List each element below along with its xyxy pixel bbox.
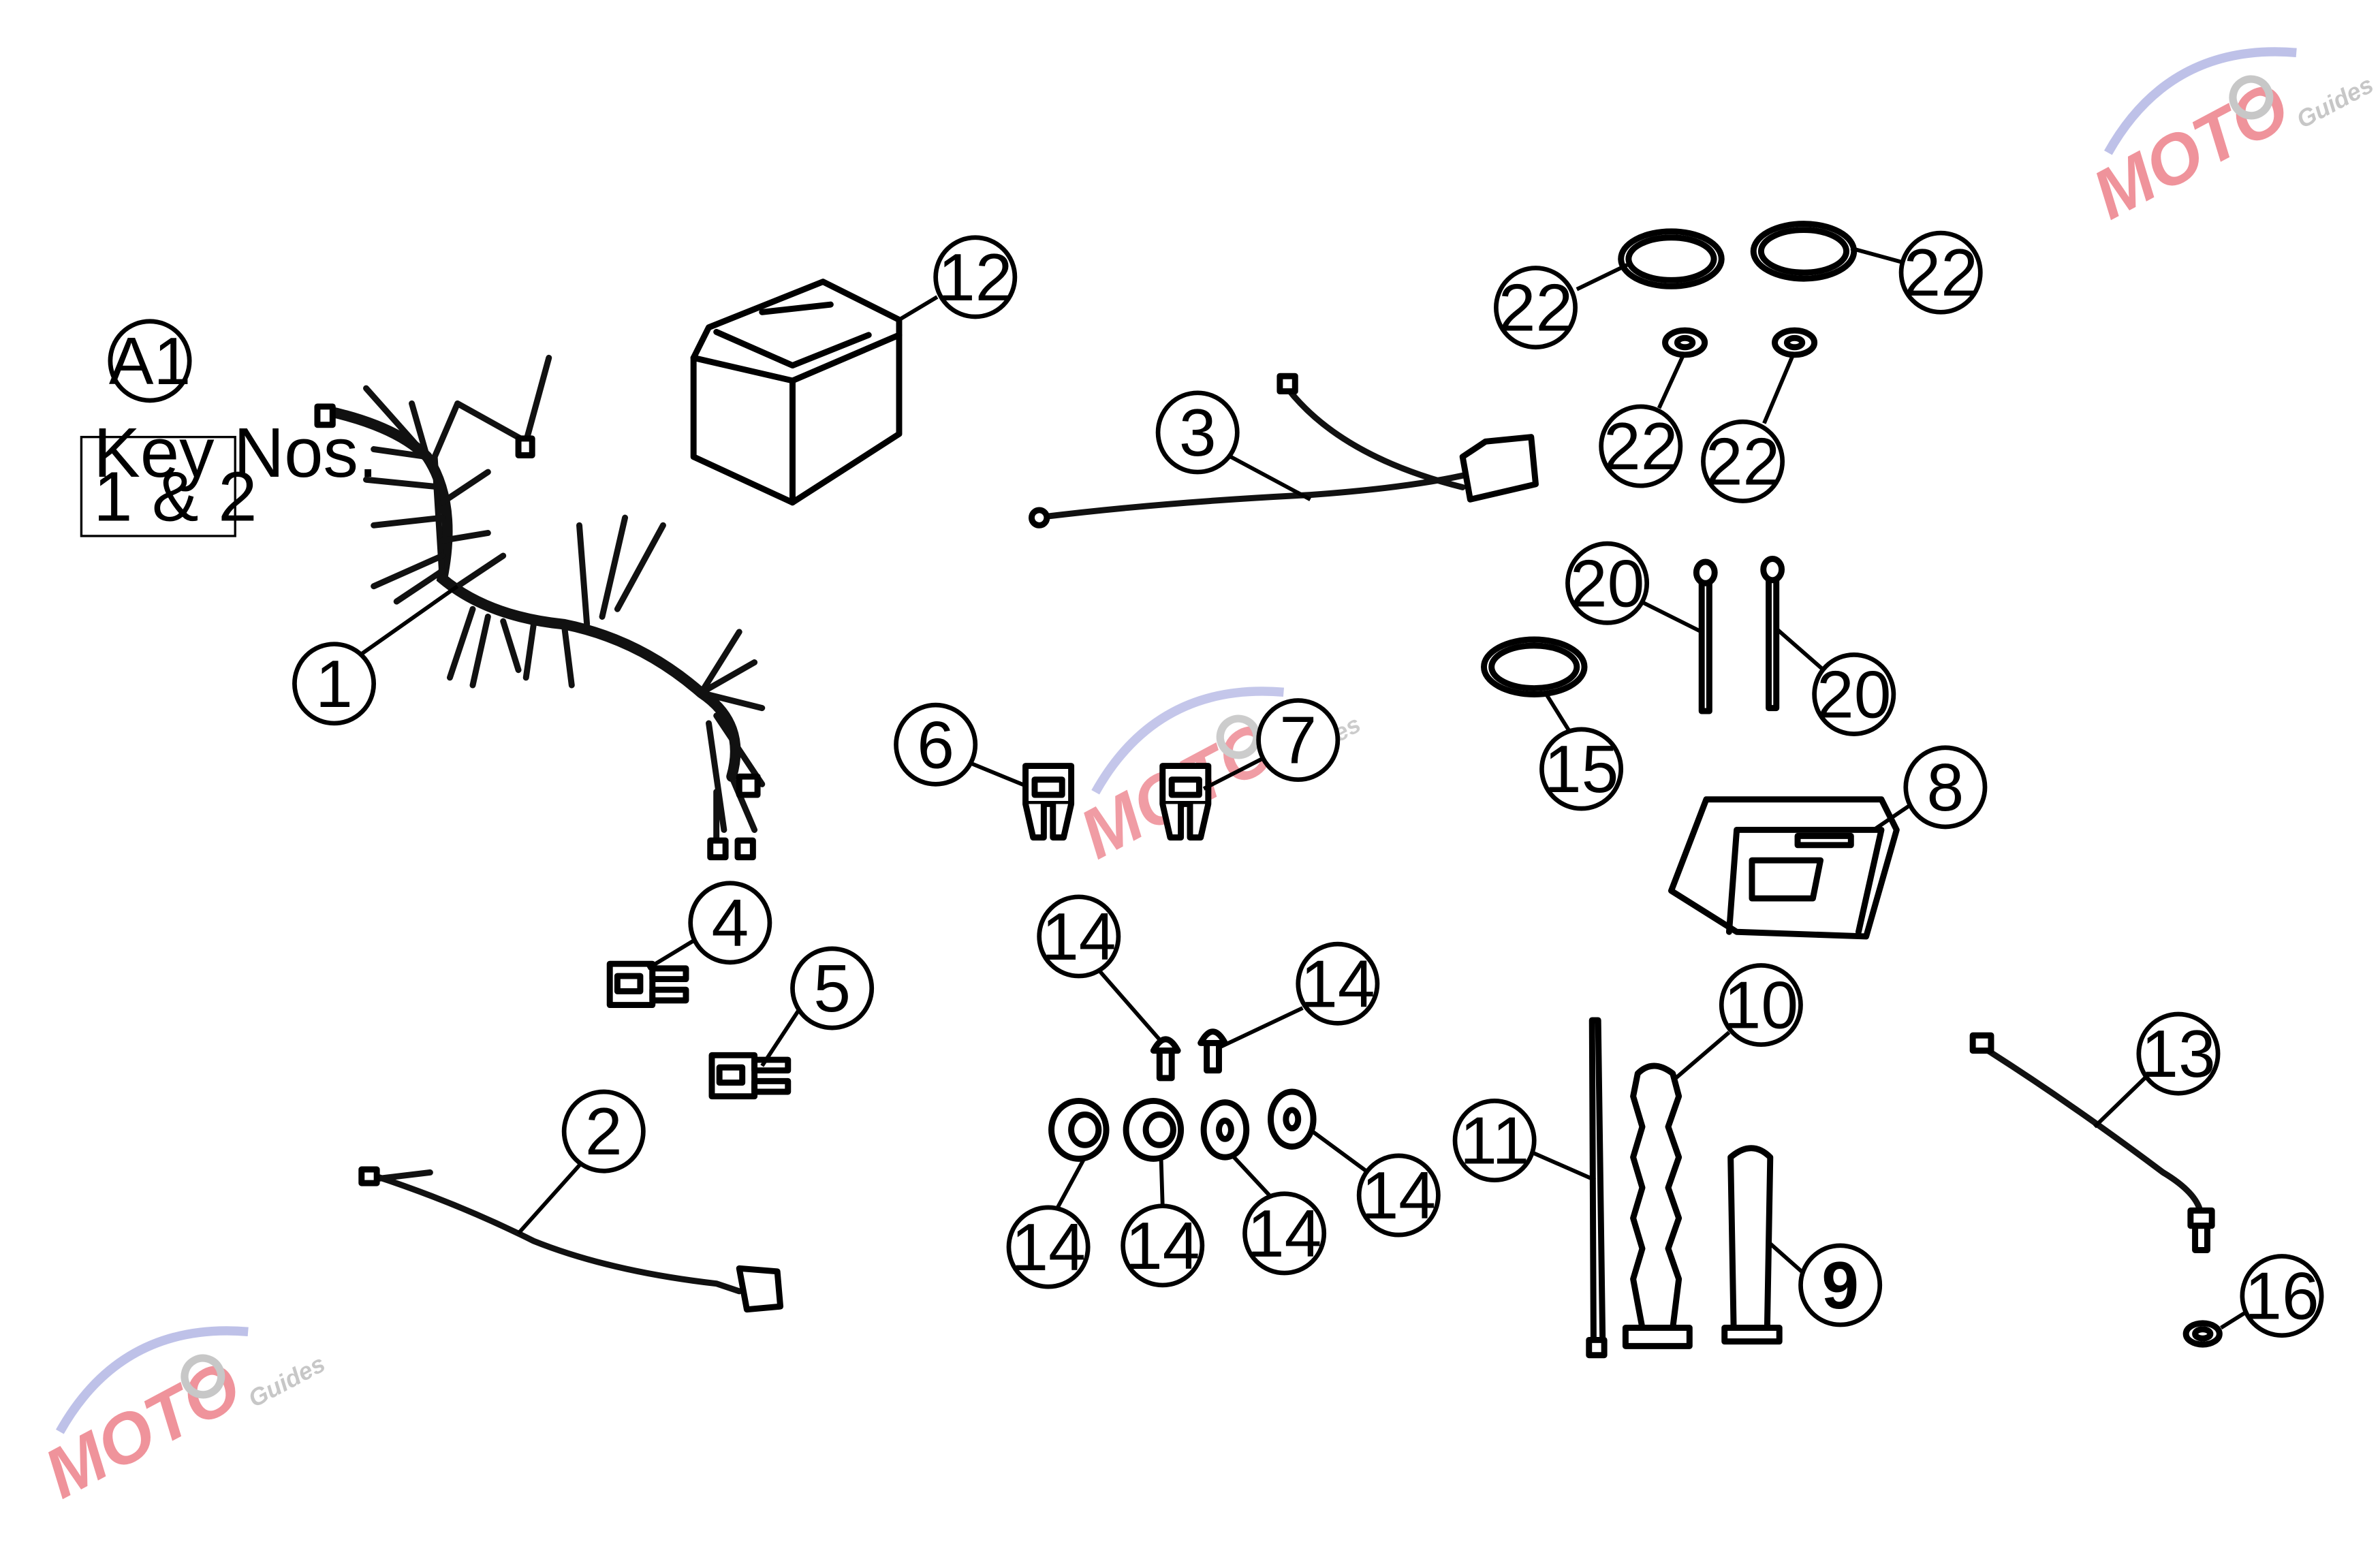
callout-15: 15 [1539,727,1624,811]
part-washer-16 [2182,1320,2223,1348]
callout-4: 4 [688,881,772,965]
callout-12: 12 [933,235,1018,319]
part-fuse-6 [1022,763,1075,841]
part-o-ring-15 [1481,636,1588,697]
svg-text:7: 7 [1279,703,1317,778]
callout-22-a: 22 [1494,266,1578,350]
callout-5: 5 [790,946,875,1030]
svg-text:20: 20 [1817,657,1891,731]
callout-20-b: 20 [1812,652,1896,736]
svg-text:1: 1 [315,646,353,721]
svg-text:Guides: Guides [244,1350,330,1413]
svg-text:11: 11 [1460,1103,1529,1178]
svg-text:16: 16 [2244,1259,2319,1334]
svg-text:14: 14 [1362,1158,1436,1233]
callout-14-f: 14 [1356,1153,1441,1238]
callout-1: 1 [292,642,377,726]
svg-text:14: 14 [1042,899,1116,974]
svg-text:9: 9 [1821,1248,1859,1323]
assembly-label: A1 [108,319,192,403]
callout-14-b: 14 [1296,941,1380,1026]
svg-text:4: 4 [711,885,749,960]
callout-2: 2 [561,1089,646,1173]
svg-text:14: 14 [1247,1196,1321,1271]
svg-text:12: 12 [938,240,1012,315]
svg-text:14: 14 [1125,1208,1200,1283]
part-battery-box [690,279,903,506]
key-note-line2: 1 & 2 [93,458,257,536]
callout-14-a: 14 [1037,894,1121,979]
svg-text:10: 10 [1724,968,1798,1043]
leader-lines [352,246,2246,1329]
callout-6: 6 [894,702,978,787]
gear-icon [2229,75,2274,120]
svg-text:20: 20 [1570,546,1644,620]
svg-text:15: 15 [1544,731,1618,806]
callout-20-a: 20 [1565,541,1650,625]
svg-text:22: 22 [1499,270,1573,345]
part-cable-3 [1029,373,1539,529]
callout-8: 8 [1903,745,1988,830]
part-wiring-harness [314,354,766,861]
watermark-top-right: MOTO Guides [2080,47,2378,234]
callout-14-e: 14 [1242,1191,1327,1276]
svg-text:2: 2 [585,1094,623,1169]
callout-14-d: 14 [1121,1203,1205,1288]
callout-3: 3 [1155,390,1240,475]
svg-text:5: 5 [813,951,851,1026]
part-cable-2 [358,1166,784,1313]
callout-13: 13 [2136,1011,2221,1096]
part-boot-10 [1622,1062,1693,1349]
svg-text:3: 3 [1179,395,1217,470]
part-fuse-5 [708,1052,792,1100]
callout-11: 11 [1452,1099,1537,1183]
key-note-box: Key Nos. 1 & 2 [80,413,377,537]
callout-22-b: 22 [1898,230,1983,315]
callout-16: 16 [2240,1254,2324,1338]
svg-text:14: 14 [1011,1210,1085,1285]
svg-text:Guides: Guides [2292,71,2378,133]
part-cable-tie-11 [1586,1017,1608,1359]
part-o-rings-22 [1618,221,1858,358]
part-cover-8 [1668,796,1900,940]
svg-text:14: 14 [1300,946,1375,1021]
svg-text:22: 22 [1903,235,1977,310]
svg-text:22: 22 [1706,424,1780,499]
part-hardware-14 [1048,1028,1317,1162]
part-fuse-7 [1159,763,1212,841]
svg-text:A1: A1 [109,324,191,398]
callout-9: 9 [1798,1243,1883,1327]
part-fuse-4 [606,960,689,1009]
gear-icon [1216,714,1261,759]
svg-text:6: 6 [917,707,954,782]
part-pins-20 [1693,556,1785,714]
part-sensor-13 [1969,1032,2215,1253]
callout-22-d: 22 [1701,419,1785,503]
watermark-bottom-left: MOTO Guides [32,1326,330,1513]
svg-text:13: 13 [2141,1016,2215,1091]
callout-10: 10 [1719,963,1803,1047]
svg-text:8: 8 [1927,750,1964,825]
callout-22-c: 22 [1599,404,1683,488]
gear-icon [181,1354,225,1399]
callout-14-c: 14 [1006,1205,1091,1289]
svg-text:22: 22 [1603,409,1678,484]
part-sleeve-9 [1721,1145,1783,1345]
callout-7: 7 [1256,698,1341,783]
